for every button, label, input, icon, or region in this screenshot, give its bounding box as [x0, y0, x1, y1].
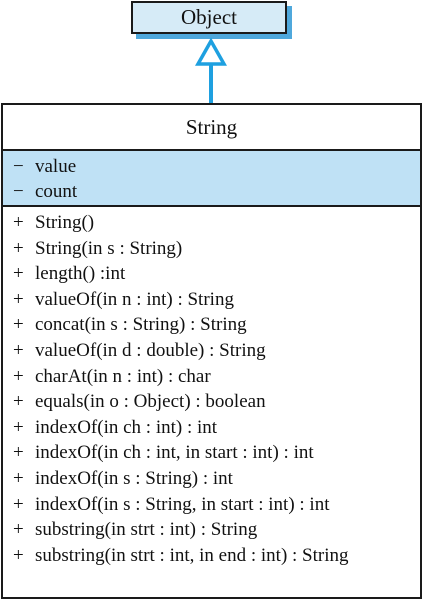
operation-text: substring(in strt : int) : String [35, 519, 258, 541]
attribute-row: −value [13, 154, 420, 179]
operation-row: + indexOf(in s : String, in start : int) … [13, 492, 420, 518]
operations-compartment: + String() + String(in s : String) + length… [3, 207, 420, 568]
operation-row: + charAt(in n : int) : char [13, 364, 420, 390]
operation-text: valueOf(in d : double) : String [35, 339, 266, 361]
operation-text: indexOf(in ch : int) : int [35, 416, 218, 438]
operation-text: indexOf(in s : String, in start : int) :… [35, 493, 330, 515]
operation-row: + equals(in o : Object) : boolean [13, 389, 420, 415]
operation-row: + substring(in strt : int, in end : int) … [13, 543, 420, 569]
operation-text: equals(in o : Object) : boolean [35, 391, 266, 413]
operation-row: + String() [13, 210, 420, 236]
visibility-marker: − [13, 156, 24, 177]
string-class-box: String −value −count + String() + String(i… [1, 103, 422, 599]
operation-text: String() [35, 212, 95, 233]
operation-text: length() :int [35, 263, 126, 285]
visibility-marker: + [13, 314, 24, 336]
operation-text: String(in s : String) [35, 237, 183, 259]
visibility-marker: + [13, 442, 24, 464]
visibility-marker: + [13, 544, 24, 566]
attribute-text: value [35, 156, 77, 177]
operation-row: + valueOf(in n : int) : String [13, 287, 420, 313]
operation-text: valueOf(in n : int) : String [35, 288, 234, 310]
visibility-marker: + [13, 237, 24, 259]
visibility-marker: − [13, 181, 24, 202]
operation-row: + indexOf(in ch : int) : int [13, 415, 420, 441]
attribute-text: count [35, 181, 78, 202]
operation-text: substring(in strt : int, in end : int) :… [35, 544, 349, 566]
operation-text: indexOf(in ch : int, in start : int) : i… [35, 442, 314, 464]
visibility-marker: + [13, 339, 24, 361]
class-name-compartment: String [3, 105, 420, 151]
operation-row: + indexOf(in ch : int, in start : int) : … [13, 440, 420, 466]
visibility-marker: + [13, 212, 24, 233]
visibility-marker: + [13, 288, 24, 310]
visibility-marker: + [13, 365, 24, 387]
operation-row: + String(in s : String) [13, 236, 420, 262]
operation-text: concat(in s : String) : String [35, 314, 247, 336]
visibility-marker: + [13, 391, 24, 413]
operation-text: indexOf(in s : String) : int [35, 467, 233, 489]
visibility-marker: + [13, 519, 24, 541]
visibility-marker: + [13, 493, 24, 515]
visibility-marker: + [13, 263, 24, 285]
parent-class-name: Object [181, 5, 237, 29]
operation-row: + indexOf(in s : String) : int [13, 466, 420, 492]
operation-row: + substring(in strt : int) : String [13, 517, 420, 543]
class-name: String [185, 114, 238, 139]
operation-text: charAt(in n : int) : char [35, 365, 211, 387]
inheritance-arrowhead [195, 37, 227, 66]
attributes-compartment: −value −count [3, 151, 420, 207]
visibility-marker: + [13, 467, 24, 489]
operation-row: + valueOf(in d : double) : String [13, 338, 420, 364]
visibility-marker: + [13, 416, 24, 438]
parent-class-box: Object [131, 1, 287, 34]
operation-row: + length() :int [13, 261, 420, 287]
inheritance-arrow [195, 37, 227, 104]
attribute-row: −count [13, 179, 420, 204]
operation-row: + concat(in s : String) : String [13, 312, 420, 338]
